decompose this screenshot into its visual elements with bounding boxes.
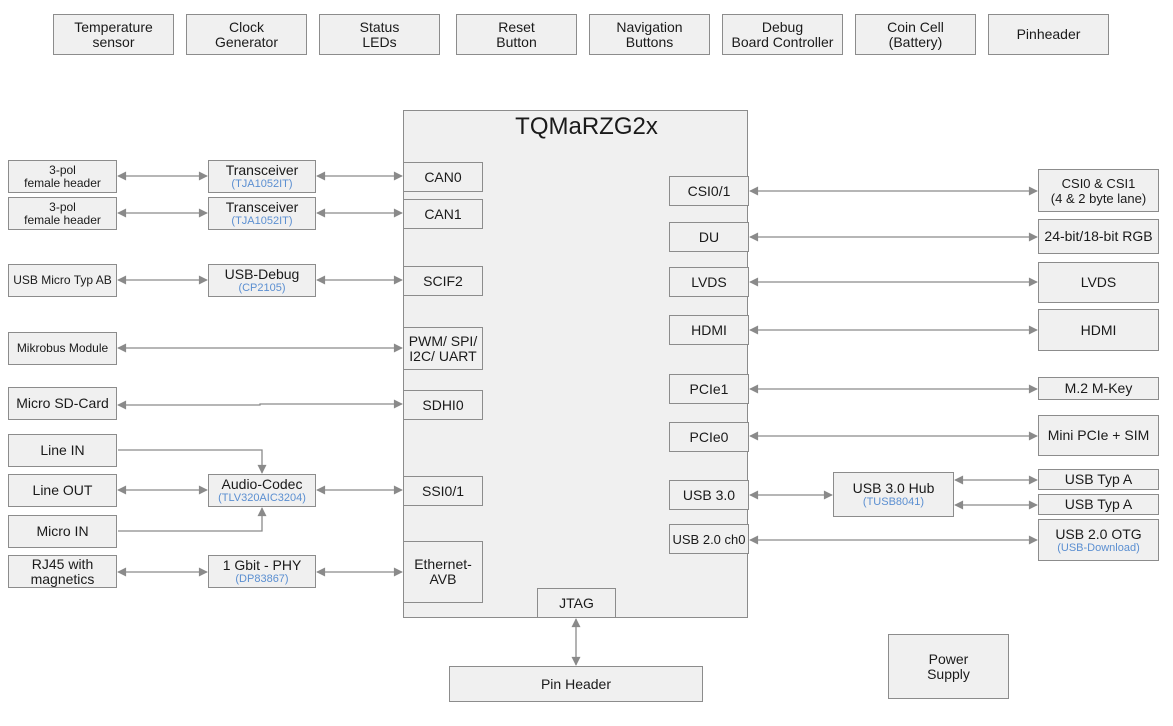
port-jtag: JTAG [537, 588, 616, 618]
hdmi-block: HDMI [1038, 309, 1159, 351]
line-out-block: Line OUT [8, 474, 117, 507]
audio-codec-part: (TLV320AIC3204) [218, 492, 306, 504]
arrow-sd-sdhi0 [117, 399, 403, 410]
mikrobus-block: Mikrobus Module [8, 332, 117, 365]
usb-debug-name: USB-Debug [224, 266, 300, 282]
port-ssi: SSI0/1 [403, 476, 483, 506]
port-lvds: LVDS [669, 267, 749, 297]
female-header-1: 3-pol female header [8, 160, 117, 193]
line-in-block: Line IN [8, 434, 117, 467]
lvds-block: LVDS [1038, 262, 1159, 303]
port-usb30: USB 3.0 [669, 480, 749, 510]
micro-in-block: Micro IN [8, 515, 117, 548]
arrow-micin-codec [118, 507, 267, 532]
transceiver-2-name: Transceiver [225, 199, 299, 215]
debug-board-controller-block: Debug Board Controller [722, 14, 843, 55]
port-can0: CAN0 [403, 162, 483, 192]
coin-cell-block: Coin Cell (Battery) [855, 14, 976, 55]
port-pcie0: PCIe0 [669, 422, 749, 452]
transceiver-2-part: (TJA1052IT) [231, 215, 293, 227]
usb-debug-part: (CP2105) [238, 282, 286, 294]
usb-hub-block: USB 3.0 Hub (TUSB8041) [833, 472, 954, 517]
female-header-2: 3-pol female header [8, 197, 117, 230]
usb-typ-a-1-block: USB Typ A [1038, 469, 1159, 490]
micro-sd-block: Micro SD-Card [8, 387, 117, 420]
usb-hub-name: USB 3.0 Hub [852, 480, 935, 496]
temperature-sensor-block: Temperature sensor [53, 14, 174, 55]
transceiver-2-block: Transceiver (TJA1052IT) [208, 197, 316, 230]
navigation-buttons-block: Navigation Buttons [589, 14, 710, 55]
clock-generator-block: Clock Generator [186, 14, 307, 55]
usb-otg-name: USB 2.0 OTG [1055, 525, 1142, 542]
status-leds-block: Status LEDs [319, 14, 440, 55]
mini-pcie-block: Mini PCIe + SIM [1038, 415, 1159, 456]
usb-otg-part: (USB-Download) [1057, 541, 1140, 554]
usb-typ-a-2-block: USB Typ A [1038, 494, 1159, 515]
gbit-phy-part: (DP83867) [235, 573, 289, 585]
gbit-phy-name: 1 Gbit - PHY [222, 557, 302, 573]
usb-hub-part: (TUSB8041) [862, 496, 925, 508]
soc-title: TQMaRZG2x [515, 113, 658, 140]
transceiver-1-block: Transceiver (TJA1052IT) [208, 160, 316, 193]
usb-debug-block: USB-Debug (CP2105) [208, 264, 316, 297]
transceiver-1-part: (TJA1052IT) [231, 178, 293, 190]
port-du: DU [669, 222, 749, 252]
port-pwm-spi-i2c-uart: PWM/ SPI/ I2C/ UART [403, 327, 483, 370]
port-usb20: USB 2.0 ch0 [669, 524, 749, 554]
port-csi: CSI0/1 [669, 176, 749, 206]
audio-codec-block: Audio-Codec (TLV320AIC3204) [208, 474, 316, 507]
reset-button-block: Reset Button [456, 14, 577, 55]
csi-camera-block: CSI0 & CSI1 (4 & 2 byte lane) [1038, 169, 1159, 212]
rj45-block: RJ45 with magnetics [8, 555, 117, 588]
audio-codec-name: Audio-Codec [221, 476, 303, 492]
power-supply-block: Power Supply [888, 634, 1009, 699]
usb-otg-block: USB 2.0 OTG (USB-Download) [1038, 519, 1159, 561]
rgb-block: 24-bit/18-bit RGB [1038, 219, 1159, 254]
port-hdmi: HDMI [669, 315, 749, 345]
m2-mkey-block: M.2 M-Key [1038, 377, 1159, 400]
pinheader-top-block: Pinheader [988, 14, 1109, 55]
port-pcie1: PCIe1 [669, 374, 749, 404]
transceiver-1-name: Transceiver [225, 162, 299, 178]
pin-header-block: Pin Header [449, 666, 703, 702]
port-scif2: SCIF2 [403, 266, 483, 296]
arrow-linein-codec [118, 449, 267, 474]
port-ethernet-avb: Ethernet- AVB [403, 541, 483, 603]
usb-micro-block: USB Micro Typ AB [8, 264, 117, 297]
gbit-phy-block: 1 Gbit - PHY (DP83867) [208, 555, 316, 588]
port-sdhi0: SDHI0 [403, 390, 483, 420]
port-can1: CAN1 [403, 199, 483, 229]
